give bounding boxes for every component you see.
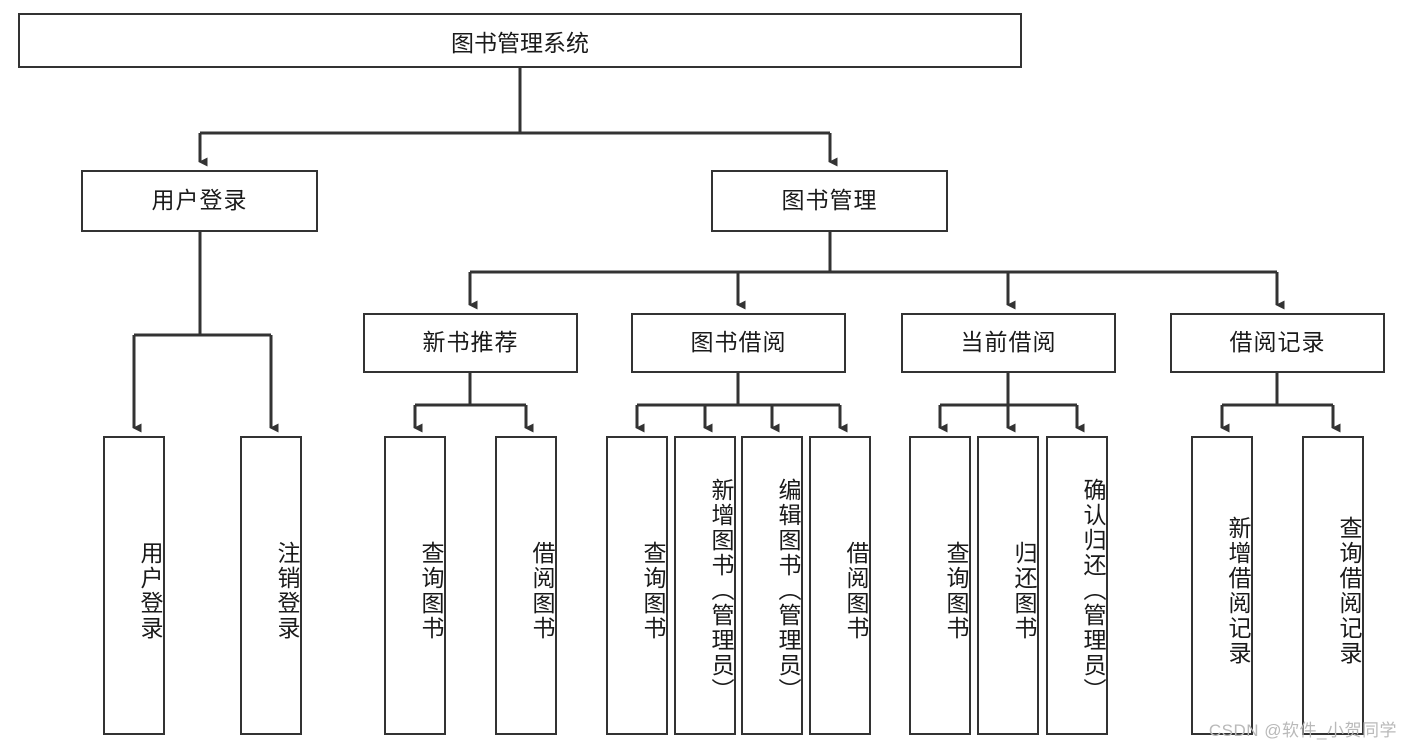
leaf-borrow-borrow-book-label: 借阅图书 — [843, 540, 869, 641]
node-book-borrow-label: 图书借阅 — [690, 329, 787, 356]
leaf-record-add-record-label: 新增借阅记录 — [1225, 515, 1251, 666]
leaf-user-login[interactable]: 用户登录 — [103, 436, 165, 735]
node-new-book-recommend[interactable]: 新书推荐 — [363, 313, 578, 373]
leaf-borrow-query-book-label: 查询图书 — [640, 540, 666, 641]
leaf-user-login-label: 用户登录 — [137, 540, 163, 641]
leaf-record-query-record[interactable]: 查询借阅记录 — [1302, 436, 1364, 735]
leaf-record-add-record[interactable]: 新增借阅记录 — [1191, 436, 1253, 735]
leaf-logout-login[interactable]: 注销登录 — [240, 436, 302, 735]
leaf-current-query-book[interactable]: 查询图书 — [909, 436, 971, 735]
node-root[interactable]: 图书管理系统 — [18, 13, 1022, 68]
node-user-login[interactable]: 用户登录 — [81, 170, 318, 232]
leaf-current-confirm-return-admin[interactable]: 确认归还（管理员） — [1046, 436, 1108, 735]
leaf-logout-login-label: 注销登录 — [274, 540, 300, 641]
csdn-watermark: CSDN @软件_小贺同学 — [1208, 721, 1397, 740]
node-current-borrow[interactable]: 当前借阅 — [901, 313, 1116, 373]
leaf-recommend-borrow-book[interactable]: 借阅图书 — [495, 436, 557, 735]
leaf-recommend-borrow-book-label: 借阅图书 — [529, 540, 555, 641]
node-new-book-recommend-label: 新书推荐 — [422, 329, 519, 356]
node-book-borrow[interactable]: 图书借阅 — [631, 313, 846, 373]
node-borrow-record-label: 借阅记录 — [1229, 329, 1326, 356]
leaf-borrow-edit-book-admin[interactable]: 编辑图书（管理员） — [741, 436, 803, 735]
leaf-borrow-add-book-admin-label: 新增图书（管理员） — [708, 478, 734, 703]
leaf-current-return-book[interactable]: 归还图书 — [977, 436, 1039, 735]
node-root-label: 图书管理系统 — [451, 29, 589, 56]
leaf-recommend-query-book[interactable]: 查询图书 — [384, 436, 446, 735]
leaf-borrow-borrow-book[interactable]: 借阅图书 — [809, 436, 871, 735]
leaf-current-confirm-return-admin-label: 确认归还（管理员） — [1080, 478, 1106, 703]
leaf-record-query-record-label: 查询借阅记录 — [1336, 515, 1362, 666]
leaf-borrow-add-book-admin[interactable]: 新增图书（管理员） — [674, 436, 736, 735]
leaf-borrow-query-book[interactable]: 查询图书 — [606, 436, 668, 735]
leaf-current-return-book-label: 归还图书 — [1011, 540, 1037, 641]
leaf-recommend-query-book-label: 查询图书 — [418, 540, 444, 641]
node-user-login-label: 用户登录 — [151, 187, 248, 214]
node-borrow-record[interactable]: 借阅记录 — [1170, 313, 1385, 373]
node-book-management-label: 图书管理 — [781, 187, 878, 214]
node-book-management[interactable]: 图书管理 — [711, 170, 948, 232]
leaf-borrow-edit-book-admin-label: 编辑图书（管理员） — [775, 478, 801, 703]
node-current-borrow-label: 当前借阅 — [960, 329, 1057, 356]
leaf-current-query-book-label: 查询图书 — [943, 540, 969, 641]
